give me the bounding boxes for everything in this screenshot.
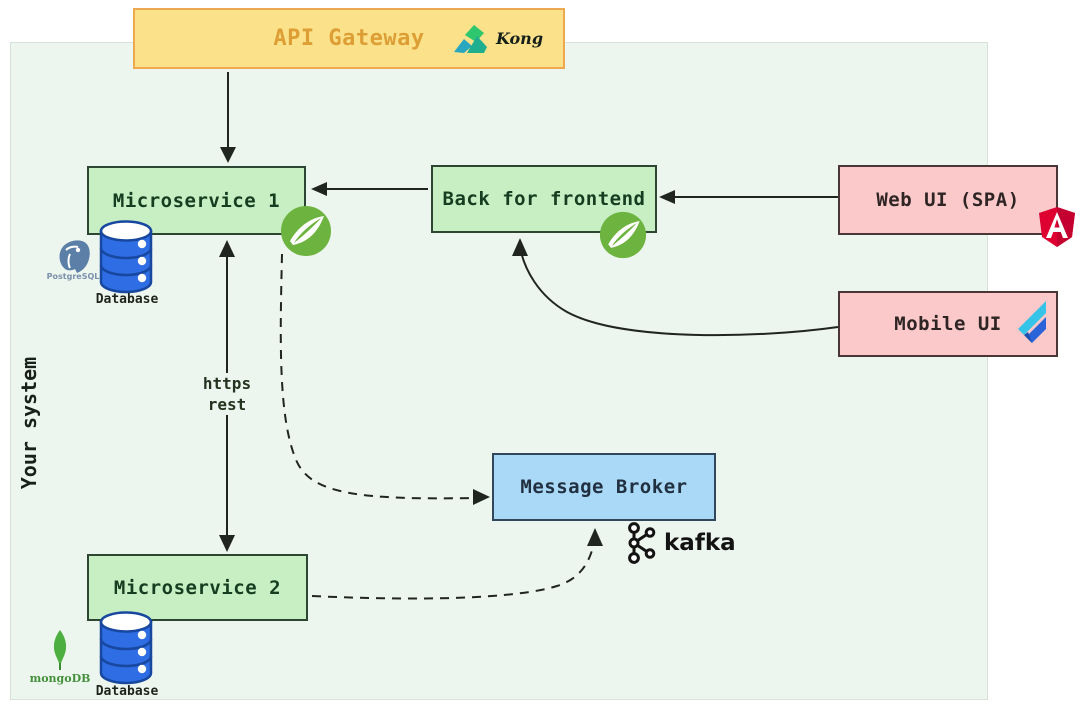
database-cylinder-icon	[97, 219, 155, 295]
rest-line: rest	[207, 395, 247, 414]
kong-gorilla-icon	[453, 24, 487, 53]
https-rest-label: https rest	[188, 373, 266, 415]
flutter-icon	[1010, 299, 1048, 345]
database-cylinder-icon	[97, 610, 155, 686]
database-2-label: Database	[95, 684, 159, 699]
your-system-label: Your system	[17, 356, 41, 490]
mongodb-logo: mongoDB	[30, 629, 90, 685]
web-ui-label: Web UI (SPA)	[876, 189, 1020, 211]
web-ui-node: Web UI (SPA)	[838, 165, 1058, 235]
mongodb-wordmark: mongoDB	[29, 672, 91, 685]
microservice-1-label: Microservice 1	[112, 189, 281, 212]
mobile-ui-node: Mobile UI	[838, 291, 1058, 357]
kong-logo: Kong	[451, 22, 543, 56]
microservice-2-label: Microservice 2	[113, 576, 282, 599]
postgresql-elephant-icon	[59, 240, 90, 273]
kafka-wordmark: kafka	[664, 530, 736, 556]
https-line: https	[202, 374, 252, 393]
api-gateway-label: API Gateway	[273, 26, 425, 51]
postgresql-logo: PostgreSQL	[47, 238, 99, 281]
mobile-ui-label: Mobile UI	[894, 313, 1002, 335]
postgresql-wordmark: PostgreSQL	[46, 272, 100, 281]
kong-wordmark: Kong	[495, 29, 543, 48]
api-gateway-node: API Gateway Kong	[133, 8, 565, 69]
back-for-frontend-label: Back for frontend	[442, 188, 646, 210]
spring-leaf-icon	[599, 211, 647, 259]
kafka-logo: kafka	[626, 521, 736, 565]
mongodb-leaf-icon	[53, 630, 67, 670]
message-broker-label: Message Broker	[520, 476, 688, 498]
database-1-label: Database	[95, 292, 159, 307]
microservice-2-node: Microservice 2	[87, 554, 308, 621]
kafka-icon	[628, 522, 656, 564]
message-broker-node: Message Broker	[492, 453, 716, 521]
angular-shield-icon	[1037, 206, 1077, 248]
spring-leaf-icon	[280, 205, 332, 257]
